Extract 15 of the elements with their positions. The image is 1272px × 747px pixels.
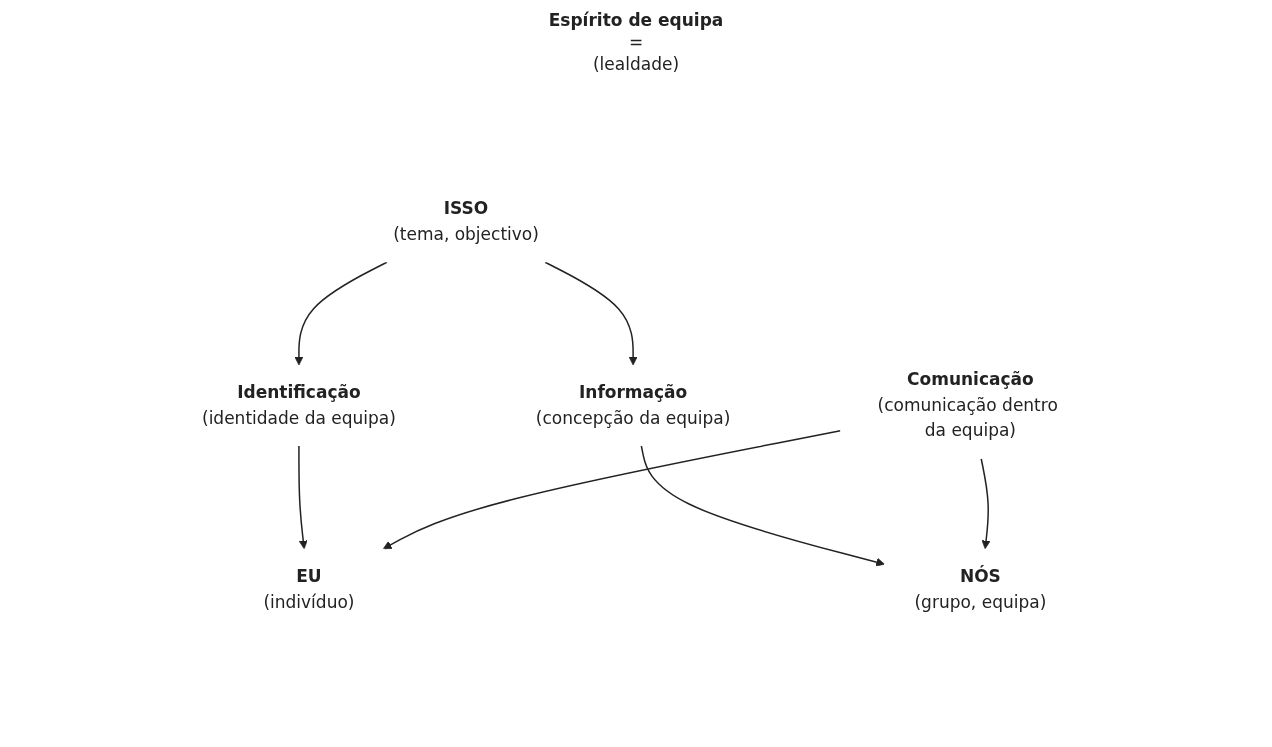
node-text: Comunicação (comunicação dentro da equipa) <box>877 369 1058 441</box>
node-text: NÓS (grupo, equipa) <box>914 565 1047 612</box>
node-text: ISSO (tema, objectivo) <box>392 198 539 244</box>
arrow <box>382 430 841 550</box>
arrow <box>640 445 885 567</box>
node-text: Informação (concepção da equipa) <box>535 382 731 428</box>
heading-text: Espírito de equipa <box>548 10 724 30</box>
arrow <box>298 445 308 550</box>
arrow <box>294 261 388 366</box>
arrow <box>544 261 638 366</box>
note-text: = <box>628 32 644 52</box>
note-text: (lealdade) <box>592 54 679 74</box>
node-text: Identificação (identidade da equipa) <box>201 382 396 428</box>
node-text: EU (indivíduo) <box>263 565 355 612</box>
arrow <box>980 458 991 550</box>
